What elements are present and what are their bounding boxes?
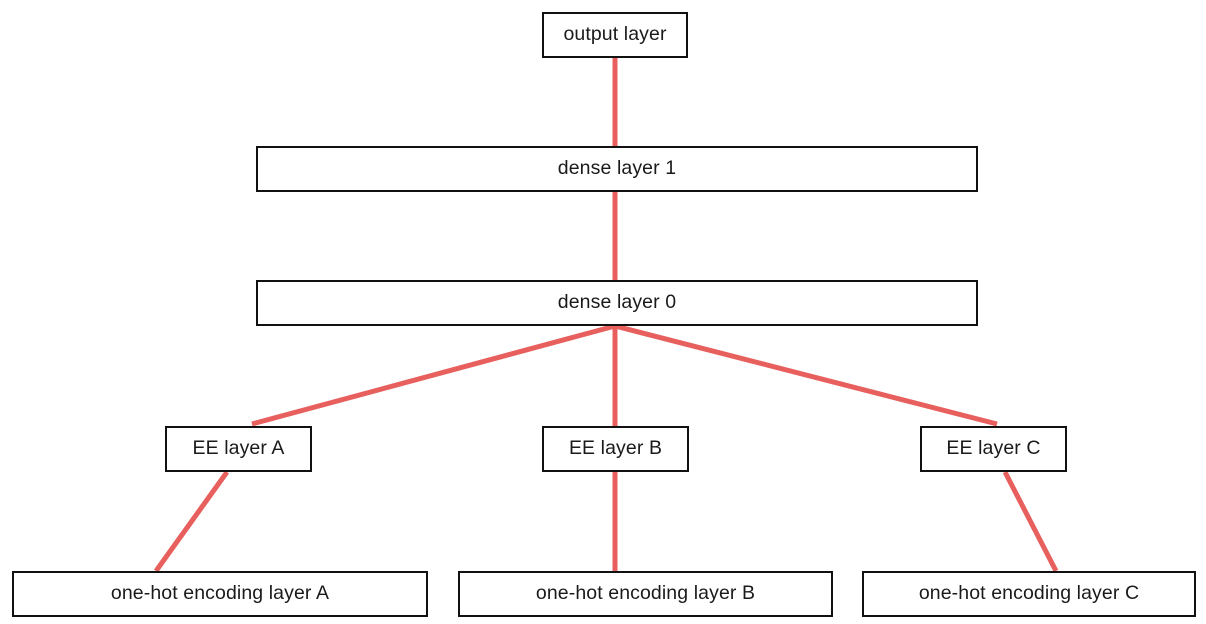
node-output-layer[interactable]: output layer [542,12,688,58]
node-ee-layer-c[interactable]: EE layer C [920,426,1067,472]
edge-ohA-to-eeA [153,470,230,573]
edge-eeC-to-dense0 [614,323,998,427]
node-label-ee-layer-a: EE layer A [192,437,285,460]
node-dense-layer-0[interactable]: dense layer 0 [256,280,978,326]
node-label-dense-layer-1: dense layer 1 [557,157,677,180]
node-label-output-layer: output layer [563,23,667,46]
edge-ohC-to-eeC [1002,470,1059,573]
node-label-ee-layer-c: EE layer C [946,437,1041,460]
node-ee-layer-b[interactable]: EE layer B [542,426,689,472]
node-ee-layer-a[interactable]: EE layer A [165,426,312,472]
node-label-ee-layer-b: EE layer B [568,437,663,460]
edge-eeA-to-dense0 [251,323,616,427]
node-label-dense-layer-0: dense layer 0 [557,291,677,314]
node-dense-layer-1[interactable]: dense layer 1 [256,146,978,192]
node-label-one-hot-encoding-layer-b: one-hot encoding layer B [535,582,756,605]
node-one-hot-encoding-layer-c[interactable]: one-hot encoding layer C [862,571,1196,617]
node-label-one-hot-encoding-layer-a: one-hot encoding layer A [110,582,330,605]
node-one-hot-encoding-layer-a[interactable]: one-hot encoding layer A [12,571,428,617]
node-one-hot-encoding-layer-b[interactable]: one-hot encoding layer B [458,571,833,617]
node-label-one-hot-encoding-layer-c: one-hot encoding layer C [918,582,1140,605]
